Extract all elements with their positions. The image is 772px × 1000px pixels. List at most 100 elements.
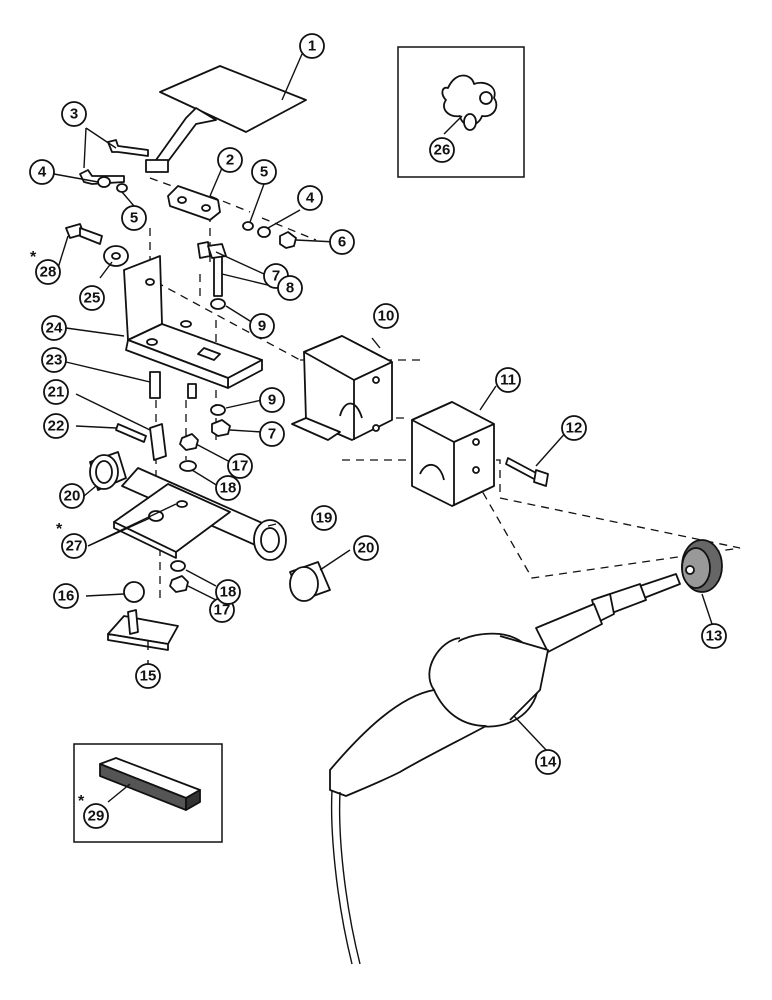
callout-22: 22 <box>43 413 69 439</box>
callout-19: 19 <box>311 505 337 531</box>
svg-text:15: 15 <box>140 668 157 685</box>
svg-text:4: 4 <box>306 190 315 207</box>
callout-3: 3 <box>61 101 87 127</box>
washer-nut-lower <box>210 404 231 437</box>
washer-part-25 <box>103 245 129 267</box>
callout-29: 29 <box>83 803 109 829</box>
callout-16: 16 <box>53 583 79 609</box>
callout-6: 6 <box>329 229 355 255</box>
svg-text:8: 8 <box>286 280 294 297</box>
svg-text:13: 13 <box>706 628 723 645</box>
callout-23: 23 <box>41 347 67 373</box>
ball-part-16 <box>123 581 145 603</box>
svg-text:10: 10 <box>378 308 395 325</box>
asterisk-27: * <box>56 521 63 538</box>
washers-left <box>97 176 128 193</box>
svg-text:3: 3 <box>70 106 78 123</box>
callout-14: 14 <box>535 749 561 775</box>
callout-20a: 20 <box>59 483 85 509</box>
screw-part-23 <box>149 371 197 399</box>
svg-text:1: 1 <box>308 38 316 55</box>
pad-part <box>99 757 201 811</box>
callout-20b: 20 <box>353 535 379 561</box>
callout-5b: 5 <box>251 159 277 185</box>
svg-text:20: 20 <box>358 540 375 557</box>
svg-text:20: 20 <box>64 488 81 505</box>
callout-17a: 17 <box>227 453 253 479</box>
svg-text:5: 5 <box>260 164 268 181</box>
svg-text:29: 29 <box>88 808 105 825</box>
nuts-right <box>242 221 297 249</box>
callout-24: 24 <box>41 315 67 341</box>
svg-text:5: 5 <box>130 210 138 227</box>
bushing-part-20-right <box>289 561 331 602</box>
callout-2: 2 <box>217 147 243 173</box>
cotter-part-22 <box>115 423 147 443</box>
washer-part-9-top <box>210 298 226 310</box>
angle-bracket-part-24 <box>123 255 263 389</box>
callout-13: 13 <box>701 623 727 649</box>
svg-text:17: 17 <box>232 458 249 475</box>
nut-washer-lower <box>169 560 189 593</box>
svg-text:2: 2 <box>226 152 234 169</box>
block-part-11 <box>411 401 495 507</box>
callout-25: 25 <box>79 285 105 311</box>
pin-part-21 <box>149 423 167 461</box>
callout-4a: 4 <box>29 159 55 185</box>
svg-text:19: 19 <box>316 510 333 527</box>
svg-text:16: 16 <box>58 588 75 605</box>
bushing-part-20-left <box>89 451 127 491</box>
callout-28: 28 <box>35 259 61 285</box>
callout-21: 21 <box>43 379 69 405</box>
svg-text:22: 22 <box>48 418 65 435</box>
wheel-part-13 <box>681 539 723 593</box>
svg-text:27: 27 <box>66 538 83 555</box>
callout-7b: 7 <box>259 421 285 447</box>
callout-18b: 18 <box>215 579 241 605</box>
svg-text:6: 6 <box>338 234 346 251</box>
svg-text:7: 7 <box>272 268 280 285</box>
svg-text:4: 4 <box>38 164 47 181</box>
callout-27: 27 <box>61 533 87 559</box>
callout-12: 12 <box>561 415 587 441</box>
svg-text:25: 25 <box>84 290 101 307</box>
callout-26: 26 <box>429 137 455 163</box>
bracket-part-2 <box>167 185 221 221</box>
callout-9b: 9 <box>259 387 285 413</box>
callout-4b: 4 <box>297 185 323 211</box>
callout-8: 8 <box>277 275 303 301</box>
svg-text:14: 14 <box>540 754 557 771</box>
asterisk-29: * <box>78 793 85 810</box>
svg-text:11: 11 <box>500 372 516 389</box>
svg-text:12: 12 <box>566 420 583 437</box>
asterisk-28: * <box>30 249 37 266</box>
callout-18a: 18 <box>215 475 241 501</box>
callout-9a: 9 <box>249 313 275 339</box>
svg-text:9: 9 <box>258 318 266 335</box>
knob-part <box>441 74 498 131</box>
svg-text:28: 28 <box>40 264 57 281</box>
callout-15: 15 <box>135 663 161 689</box>
asterisk-markers: * * * <box>30 249 85 810</box>
callouts: 1 2 3 4 4 5 5 6 7 7 8 9 9 10 11 12 13 14… <box>29 33 727 829</box>
svg-text:24: 24 <box>46 320 63 337</box>
block-part-10 <box>291 335 393 441</box>
handpiece-part-14 <box>329 573 681 965</box>
svg-text:18: 18 <box>220 584 237 601</box>
bolt-part-28 <box>65 223 103 245</box>
svg-text:9: 9 <box>268 392 276 409</box>
svg-text:23: 23 <box>46 352 63 369</box>
plate-part-27 <box>113 483 231 559</box>
screw-part-12 <box>505 457 549 487</box>
bolt-part-8 <box>197 241 227 297</box>
svg-text:18: 18 <box>220 480 237 497</box>
svg-text:21: 21 <box>48 384 65 401</box>
nut-washer-upper <box>179 433 199 472</box>
svg-text:7: 7 <box>268 426 276 443</box>
callout-10: 10 <box>373 303 399 329</box>
callout-11: 11 <box>495 367 521 393</box>
plate-part-1 <box>145 65 307 173</box>
leader-lines <box>53 53 713 803</box>
svg-text:17: 17 <box>214 602 231 619</box>
